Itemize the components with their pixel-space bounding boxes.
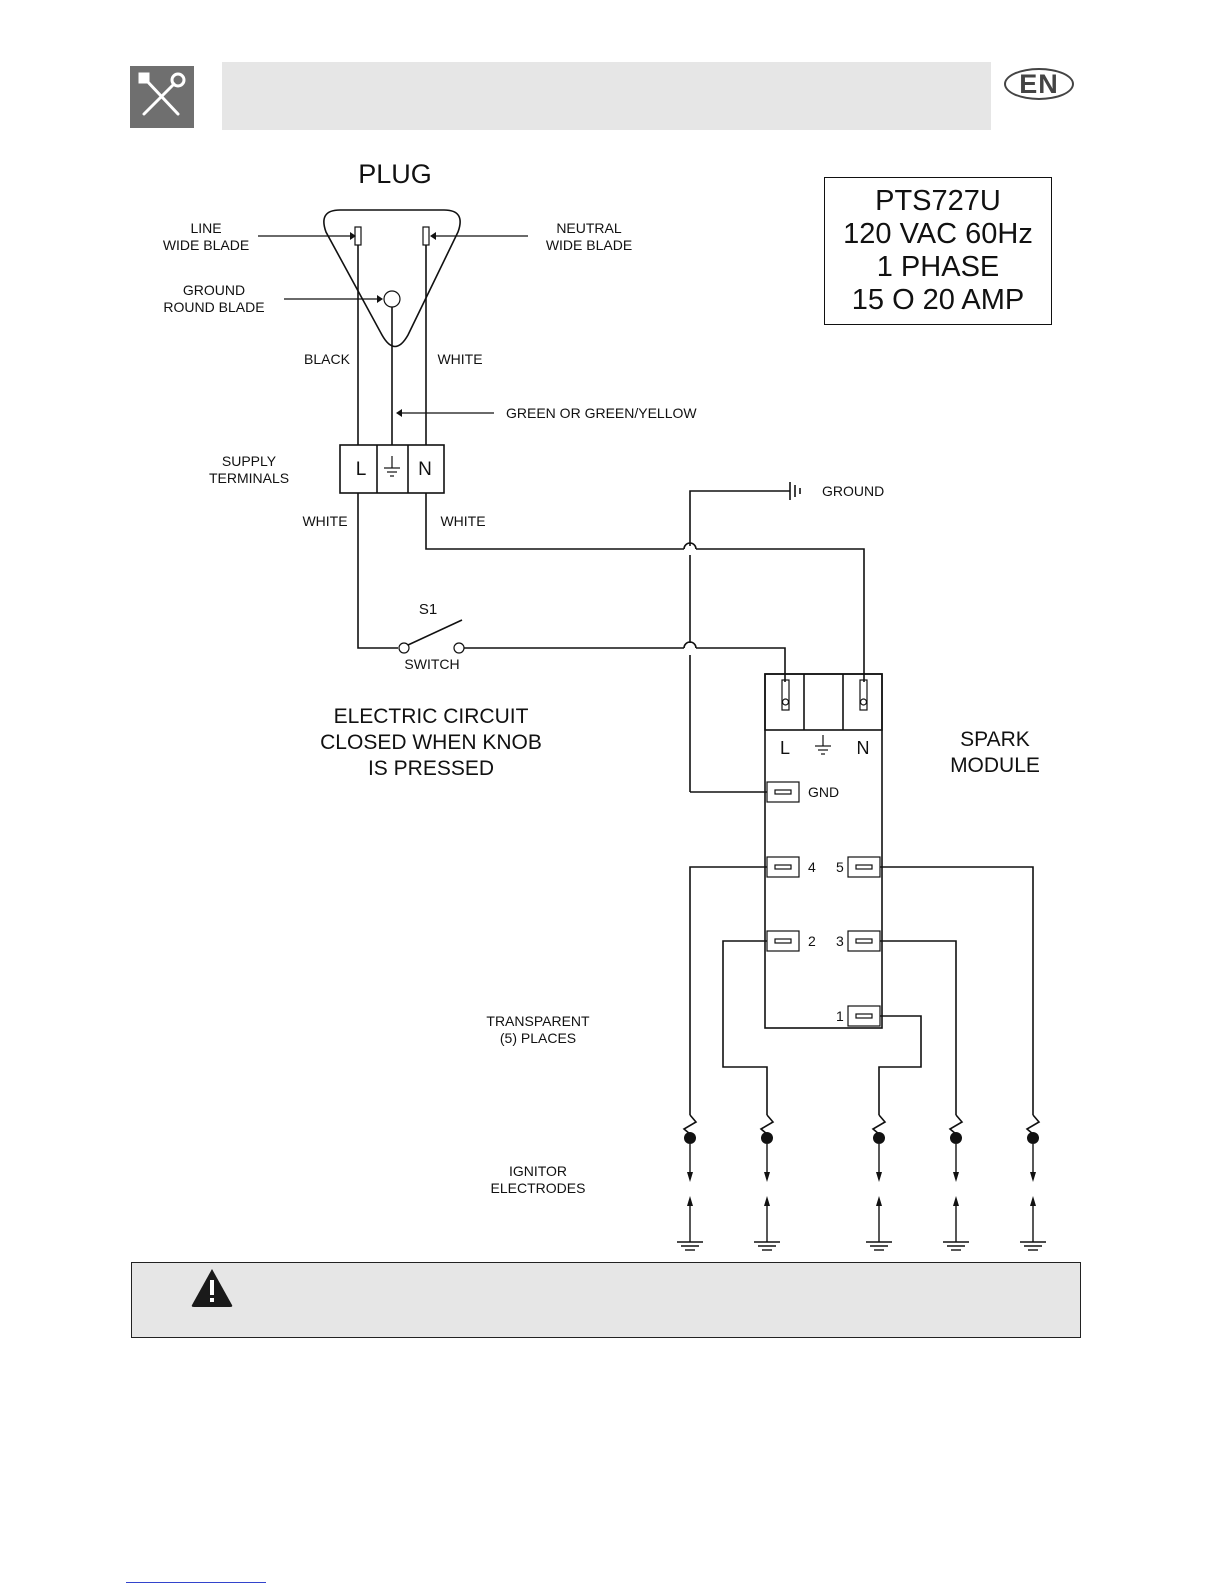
terminal-ground-icon bbox=[384, 456, 400, 477]
ignitor-label-1: IGNITOR bbox=[509, 1163, 567, 1179]
electrode-1-arrow-down bbox=[687, 1172, 693, 1182]
electrode-2-tip bbox=[761, 1132, 773, 1144]
spark-module-label-2: MODULE bbox=[950, 754, 1040, 777]
switch-blade bbox=[407, 619, 463, 646]
ground-label: GROUND bbox=[822, 483, 884, 499]
gnd-connector bbox=[766, 781, 800, 803]
header-bar bbox=[222, 62, 991, 130]
pin-3-connector bbox=[847, 930, 881, 952]
pin-1-label: 1 bbox=[836, 1008, 844, 1024]
spec-voltage: 120 VAC 60Hz bbox=[843, 218, 1033, 250]
module-l-label: L bbox=[780, 738, 790, 758]
plug-outline bbox=[323, 209, 461, 348]
spec-amperage: 15 O 20 AMP bbox=[851, 284, 1025, 316]
ignitor-label-2: ELECTRODES bbox=[491, 1180, 586, 1196]
supply-label-2: TERMINALS bbox=[209, 470, 289, 486]
line-label-1: LINE bbox=[190, 220, 221, 236]
electrode-2-arrow-up bbox=[764, 1196, 770, 1206]
warning-box bbox=[131, 1262, 1081, 1338]
spec-box: PTS727U 120 VAC 60Hz 1 PHASE 15 O 20 AMP bbox=[824, 177, 1052, 325]
electrode-1-arrow-up bbox=[687, 1196, 693, 1206]
ground-label-1: GROUND bbox=[183, 282, 245, 298]
language-badge: EN bbox=[1004, 68, 1074, 100]
electrode-5-resistor bbox=[1025, 1114, 1041, 1135]
module-n-terminal bbox=[859, 679, 868, 711]
pin-4-connector bbox=[766, 856, 800, 878]
neutral-label-1: NEUTRAL bbox=[556, 220, 622, 236]
white-label-right: WHITE bbox=[440, 513, 485, 529]
white-label-top: WHITE bbox=[437, 351, 482, 367]
circuit-note-2: CLOSED WHEN KNOB bbox=[320, 731, 542, 754]
black-label: BLACK bbox=[304, 351, 351, 367]
electrode-3-resistor bbox=[871, 1114, 887, 1135]
electrode-1-tip bbox=[684, 1132, 696, 1144]
electrode-3-arrow-down bbox=[876, 1172, 882, 1182]
neutral-label-2: WIDE BLADE bbox=[546, 237, 632, 253]
ground-blade bbox=[383, 290, 401, 308]
footer-link-underline bbox=[126, 1582, 266, 1583]
ignitor-electrodes bbox=[677, 1114, 1046, 1251]
pin-3-label: 3 bbox=[836, 933, 844, 949]
pin-4-label: 4 bbox=[808, 859, 816, 875]
neutral-blade bbox=[422, 226, 430, 246]
line-label-2: WIDE BLADE bbox=[163, 237, 249, 253]
pin-2-connector bbox=[766, 930, 800, 952]
electrode-4-arrow-down bbox=[953, 1172, 959, 1182]
electrode-3-tip bbox=[873, 1132, 885, 1144]
supply-terminals bbox=[339, 444, 445, 494]
supply-label-1: SUPPLY bbox=[222, 453, 277, 469]
pin-5-label: 5 bbox=[836, 859, 844, 875]
switch-label: SWITCH bbox=[404, 656, 459, 672]
pin-2-label: 2 bbox=[808, 933, 816, 949]
gnd-label: GND bbox=[808, 784, 839, 800]
switch-contact-left bbox=[398, 642, 410, 654]
module-n-label: N bbox=[857, 738, 870, 758]
electrode-5-arrow-down bbox=[1030, 1172, 1036, 1182]
module-ground-icon bbox=[815, 735, 831, 755]
electrode-4-resistor bbox=[948, 1114, 964, 1135]
electrode-4-tip bbox=[950, 1132, 962, 1144]
electrode-4-arrow-up bbox=[953, 1196, 959, 1206]
spec-phase: 1 PHASE bbox=[876, 251, 1000, 283]
wrench-screwdriver-icon bbox=[130, 66, 194, 128]
electrode-1-resistor bbox=[682, 1114, 698, 1135]
switch-id: S1 bbox=[419, 601, 437, 618]
terminal-n: N bbox=[418, 459, 432, 480]
module-l-terminal bbox=[781, 679, 790, 711]
electrode-2-arrow-down bbox=[764, 1172, 770, 1182]
plug-title: PLUG bbox=[358, 159, 432, 189]
electrode-5-arrow-up bbox=[1030, 1196, 1036, 1206]
electrode-5-tip bbox=[1027, 1132, 1039, 1144]
circuit-note-3: IS PRESSED bbox=[368, 757, 494, 780]
electrode-2-resistor bbox=[759, 1114, 775, 1135]
green-wire-label: GREEN OR GREEN/YELLOW bbox=[506, 405, 697, 421]
spec-model: PTS727U bbox=[875, 185, 1001, 217]
pin-5-connector bbox=[847, 856, 881, 878]
transparent-label-2: (5) PLACES bbox=[500, 1030, 576, 1046]
switch-contact-right bbox=[453, 642, 465, 654]
spark-module bbox=[764, 673, 883, 1029]
ground-label-2: ROUND BLADE bbox=[163, 299, 264, 315]
transparent-label-1: TRANSPARENT bbox=[486, 1013, 590, 1029]
spark-module-label-1: SPARK bbox=[960, 728, 1030, 751]
circuit-note-1: ELECTRIC CIRCUIT bbox=[334, 705, 529, 728]
terminal-l: L bbox=[356, 459, 367, 480]
pin-1-connector bbox=[847, 1005, 881, 1027]
warning-triangle-icon bbox=[191, 1269, 233, 1307]
electrode-3-arrow-up bbox=[876, 1196, 882, 1206]
white-label-left: WHITE bbox=[302, 513, 347, 529]
